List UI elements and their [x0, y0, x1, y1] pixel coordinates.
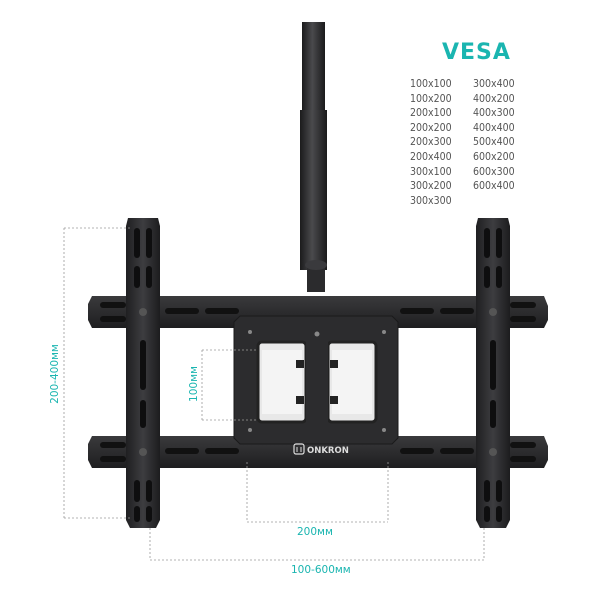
vesa-size-item: 300x200	[410, 180, 452, 193]
dimension-lines	[63, 227, 485, 561]
vesa-size-item: 400x200	[473, 92, 515, 105]
vesa-size-item: 200x200	[410, 121, 452, 134]
bottom-horizontal-arm	[88, 436, 548, 468]
central-mounting-plate	[233, 315, 399, 445]
vesa-size-item: 300x400	[473, 78, 515, 90]
vesa-size-item: 500x400	[473, 136, 515, 149]
vesa-size-item: 200x100	[410, 107, 452, 120]
vesa-size-item: 200x400	[410, 150, 452, 163]
logo-text: ONKRON	[307, 446, 349, 456]
vesa-size-item: 400x300	[473, 107, 515, 120]
onkron-logo: ONKRON	[293, 443, 349, 456]
right-vertical-rail	[476, 218, 510, 528]
vesa-title: VESA	[442, 40, 511, 65]
vesa-size-item: 300x300	[410, 194, 452, 207]
vesa-size-item: 300x100	[410, 165, 452, 178]
vesa-size-item: 600x300	[473, 165, 515, 178]
top-horizontal-arm	[88, 296, 548, 328]
vesa-size-item: 400x400	[473, 121, 515, 134]
vesa-size-item: 600x400	[473, 180, 515, 193]
inner-height-label: 100мм	[187, 366, 200, 402]
ceiling-pole	[300, 22, 327, 292]
inner-width-label: 200мм	[297, 526, 333, 538]
vesa-size-item: 200x300	[410, 136, 452, 149]
vesa-size-item: 100x100	[410, 78, 452, 90]
vesa-size-item: 600x200	[473, 150, 515, 163]
left-vertical-rail	[126, 218, 160, 528]
height-range-label: 200-400мм	[48, 344, 61, 404]
vesa-size-item: 100x200	[410, 92, 452, 105]
width-range-label: 100-600мм	[291, 564, 351, 576]
